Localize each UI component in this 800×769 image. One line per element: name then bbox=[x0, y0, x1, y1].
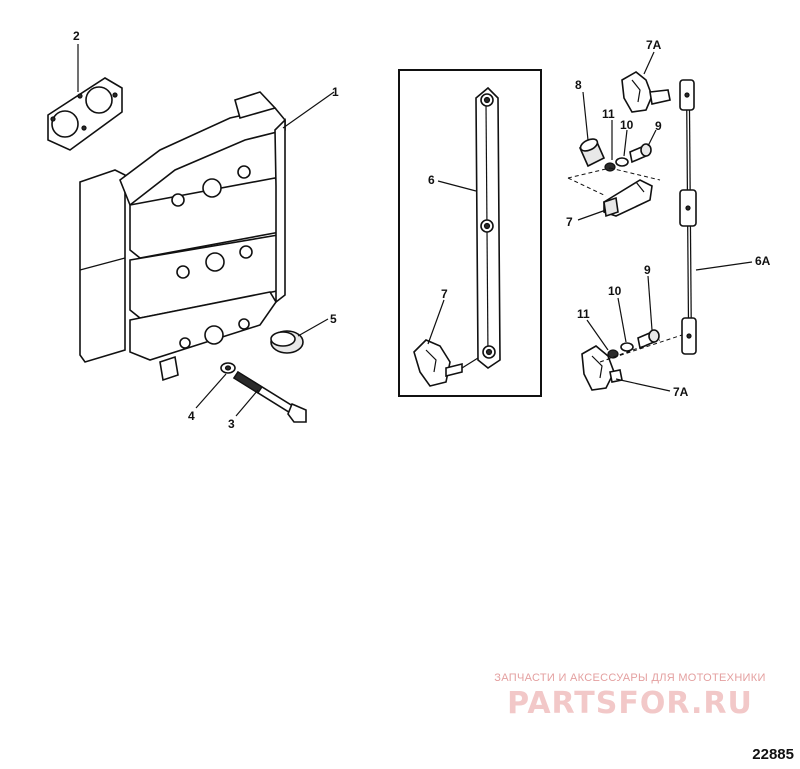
assembly-line-lower bbox=[599, 334, 683, 363]
nut-part-11-top bbox=[604, 162, 616, 172]
lever-part-7-boxed bbox=[413, 339, 479, 387]
lever-part-7-right bbox=[603, 179, 653, 218]
watermark-logo: PARTSFOR.RU bbox=[507, 686, 753, 721]
label-4: 4 bbox=[188, 409, 195, 423]
linkage-inset-box bbox=[398, 69, 542, 397]
label-7-right: 7 bbox=[566, 215, 573, 229]
leader-lines bbox=[77, 44, 753, 417]
lever-part-7a-top bbox=[621, 71, 671, 113]
label-10-top: 10 bbox=[620, 118, 634, 132]
label-11-top: 11 bbox=[602, 107, 615, 121]
bushing-part-8 bbox=[578, 138, 606, 168]
diagram-number: 22885 bbox=[752, 746, 794, 763]
label-9-bottom: 9 bbox=[644, 263, 651, 277]
gasket-part-2 bbox=[47, 77, 123, 151]
plug-part-5 bbox=[270, 330, 304, 354]
bolt-part-3 bbox=[232, 370, 307, 423]
label-2: 2 bbox=[73, 29, 80, 43]
label-5: 5 bbox=[330, 312, 337, 326]
screw-part-9-top bbox=[629, 143, 652, 164]
screw-part-9-bottom bbox=[637, 329, 660, 350]
assembly-line-upper bbox=[567, 167, 661, 197]
label-8: 8 bbox=[575, 78, 582, 92]
washer-part-10-top bbox=[615, 157, 629, 167]
label-9-top: 9 bbox=[655, 119, 662, 133]
label-7-boxed: 7 bbox=[441, 287, 448, 301]
label-3: 3 bbox=[228, 417, 235, 431]
washer-part-10-bottom bbox=[620, 342, 634, 352]
carburetor-part-1 bbox=[79, 91, 286, 382]
label-1: 1 bbox=[332, 85, 339, 99]
washer-part-4 bbox=[220, 362, 236, 374]
label-7a-bottom: 7A bbox=[673, 385, 689, 399]
watermark: ЗАПЧАСТИ И АКСЕССУАРЫ ДЛЯ МОТОТЕХНИКИ PA… bbox=[470, 672, 790, 721]
watermark-tagline: ЗАПЧАСТИ И АКСЕССУАРЫ ДЛЯ МОТОТЕХНИКИ bbox=[494, 672, 766, 684]
label-6a: 6A bbox=[755, 254, 771, 268]
label-6: 6 bbox=[428, 173, 435, 187]
label-7a-top: 7A bbox=[646, 38, 662, 52]
label-10-bottom: 10 bbox=[608, 284, 622, 298]
linkage-bar-part-6 bbox=[475, 86, 501, 369]
label-11-bottom: 11 bbox=[577, 307, 590, 321]
linkage-rod-part-6a bbox=[679, 79, 697, 355]
